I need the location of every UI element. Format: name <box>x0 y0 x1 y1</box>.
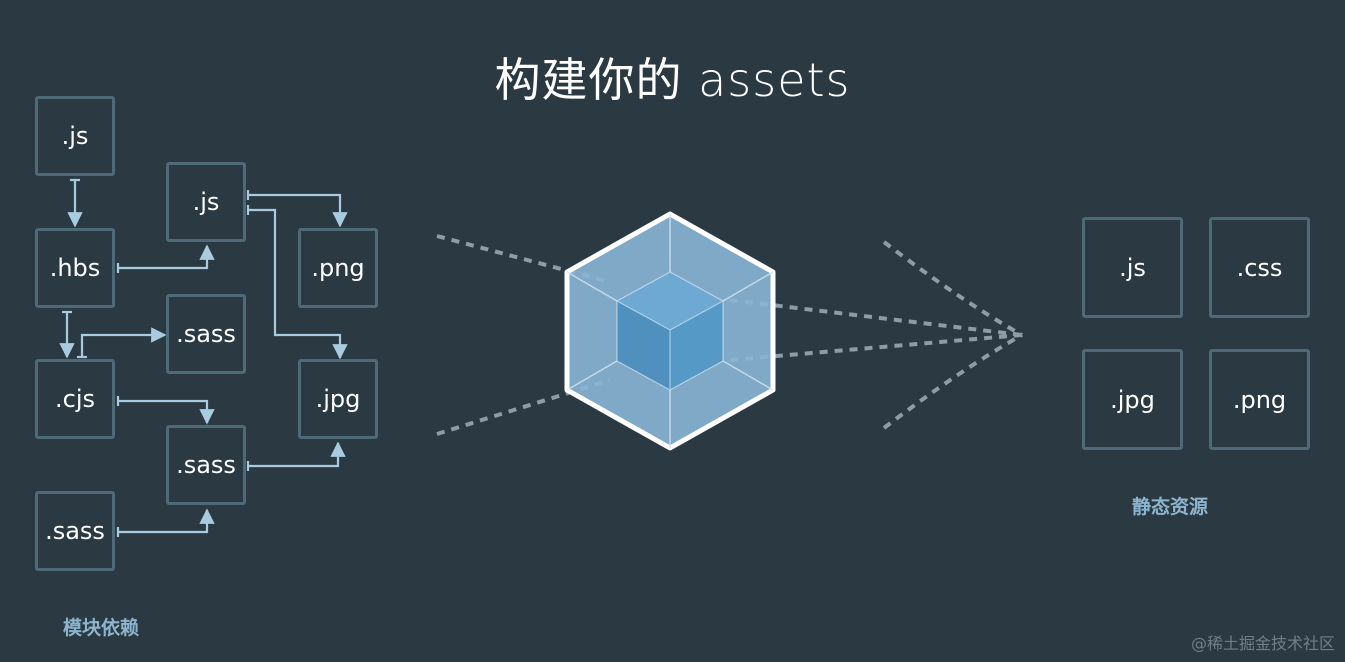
module-box-png: .png <box>298 228 378 308</box>
left-caption: 模块依赖 <box>63 617 140 639</box>
dash-out-1 <box>729 298 1023 337</box>
dash-fan-bottom <box>882 333 1023 430</box>
edge-hbs-js2 <box>118 244 215 270</box>
output-box-out_css: .css <box>1209 217 1310 318</box>
diagram-title: 构建你的 assets <box>494 53 851 107</box>
module-box-js1: .js <box>35 96 115 176</box>
module-box-jpg: .jpg <box>298 359 378 439</box>
edge-js2-jpg <box>248 208 348 360</box>
module-box-sass_m1: .sass <box>166 294 246 374</box>
edge-sass2-jpg <box>248 441 346 468</box>
dash-fan-top <box>882 240 1023 337</box>
watermark: @稀土掘金技术社区 <box>1190 634 1335 653</box>
webpack-cube-icon <box>564 211 776 451</box>
module-box-js2: .js <box>166 162 246 242</box>
edge-cjs-sass1 <box>80 327 167 357</box>
module-box-sass_m2: .sass <box>166 425 246 505</box>
output-box-out_png: .png <box>1209 349 1310 450</box>
output-box-out_js: .js <box>1082 217 1183 318</box>
edge-sass3-sass2 <box>118 508 215 534</box>
right-caption: 静态资源 <box>1132 496 1209 518</box>
edge-cjs-sass2 <box>118 399 215 425</box>
edge-js2-png <box>248 193 348 228</box>
dash-out-2 <box>729 333 1023 362</box>
module-box-cjs: .cjs <box>35 359 115 439</box>
module-box-hbs: .hbs <box>35 228 115 308</box>
output-box-out_jpg: .jpg <box>1082 349 1183 450</box>
module-box-sass_bl: .sass <box>35 491 115 571</box>
